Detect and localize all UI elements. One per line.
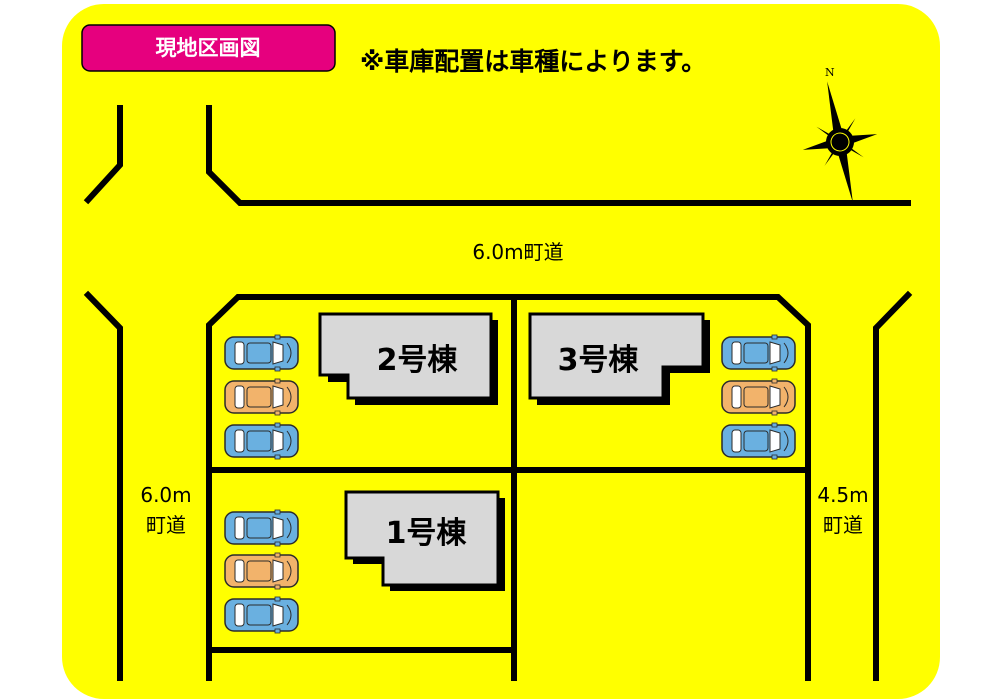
road-label-left-width: 6.0m: [140, 483, 191, 507]
road-label-right-width: 4.5m: [817, 483, 868, 507]
parking-cars: [224, 334, 796, 634]
compass-north-letter: N: [825, 66, 835, 79]
building-3: 3号棟: [528, 312, 710, 405]
parked-car-icon: [224, 509, 299, 547]
road-label-top: 6.0m町道: [472, 240, 563, 264]
building-1-label: 1号棟: [386, 516, 468, 551]
parked-car-icon: [721, 378, 796, 416]
road-label-left-name: 町道: [146, 513, 186, 537]
compass-rose-icon: N: [802, 66, 878, 203]
notice-text: ※車庫配置は車種によります。: [360, 47, 706, 76]
building-1: 1号棟: [344, 490, 505, 591]
parked-car-icon: [224, 552, 299, 590]
road-lines: [83, 105, 913, 681]
building-3-label: 3号棟: [558, 343, 640, 378]
lot-boundaries: [206, 294, 811, 681]
parked-car-icon: [721, 422, 796, 460]
parked-car-icon: [224, 596, 299, 634]
parked-car-icon: [224, 378, 299, 416]
parked-car-icon: [224, 334, 299, 372]
parked-car-icon: [721, 334, 796, 372]
road-label-right-name: 町道: [823, 513, 863, 537]
building-2: 2号棟: [318, 312, 498, 405]
building-2-label: 2号棟: [377, 343, 459, 378]
title-badge-text: 現地区画図: [156, 36, 261, 60]
title-badge: 現地区画図: [81, 24, 336, 72]
parked-car-icon: [224, 422, 299, 460]
